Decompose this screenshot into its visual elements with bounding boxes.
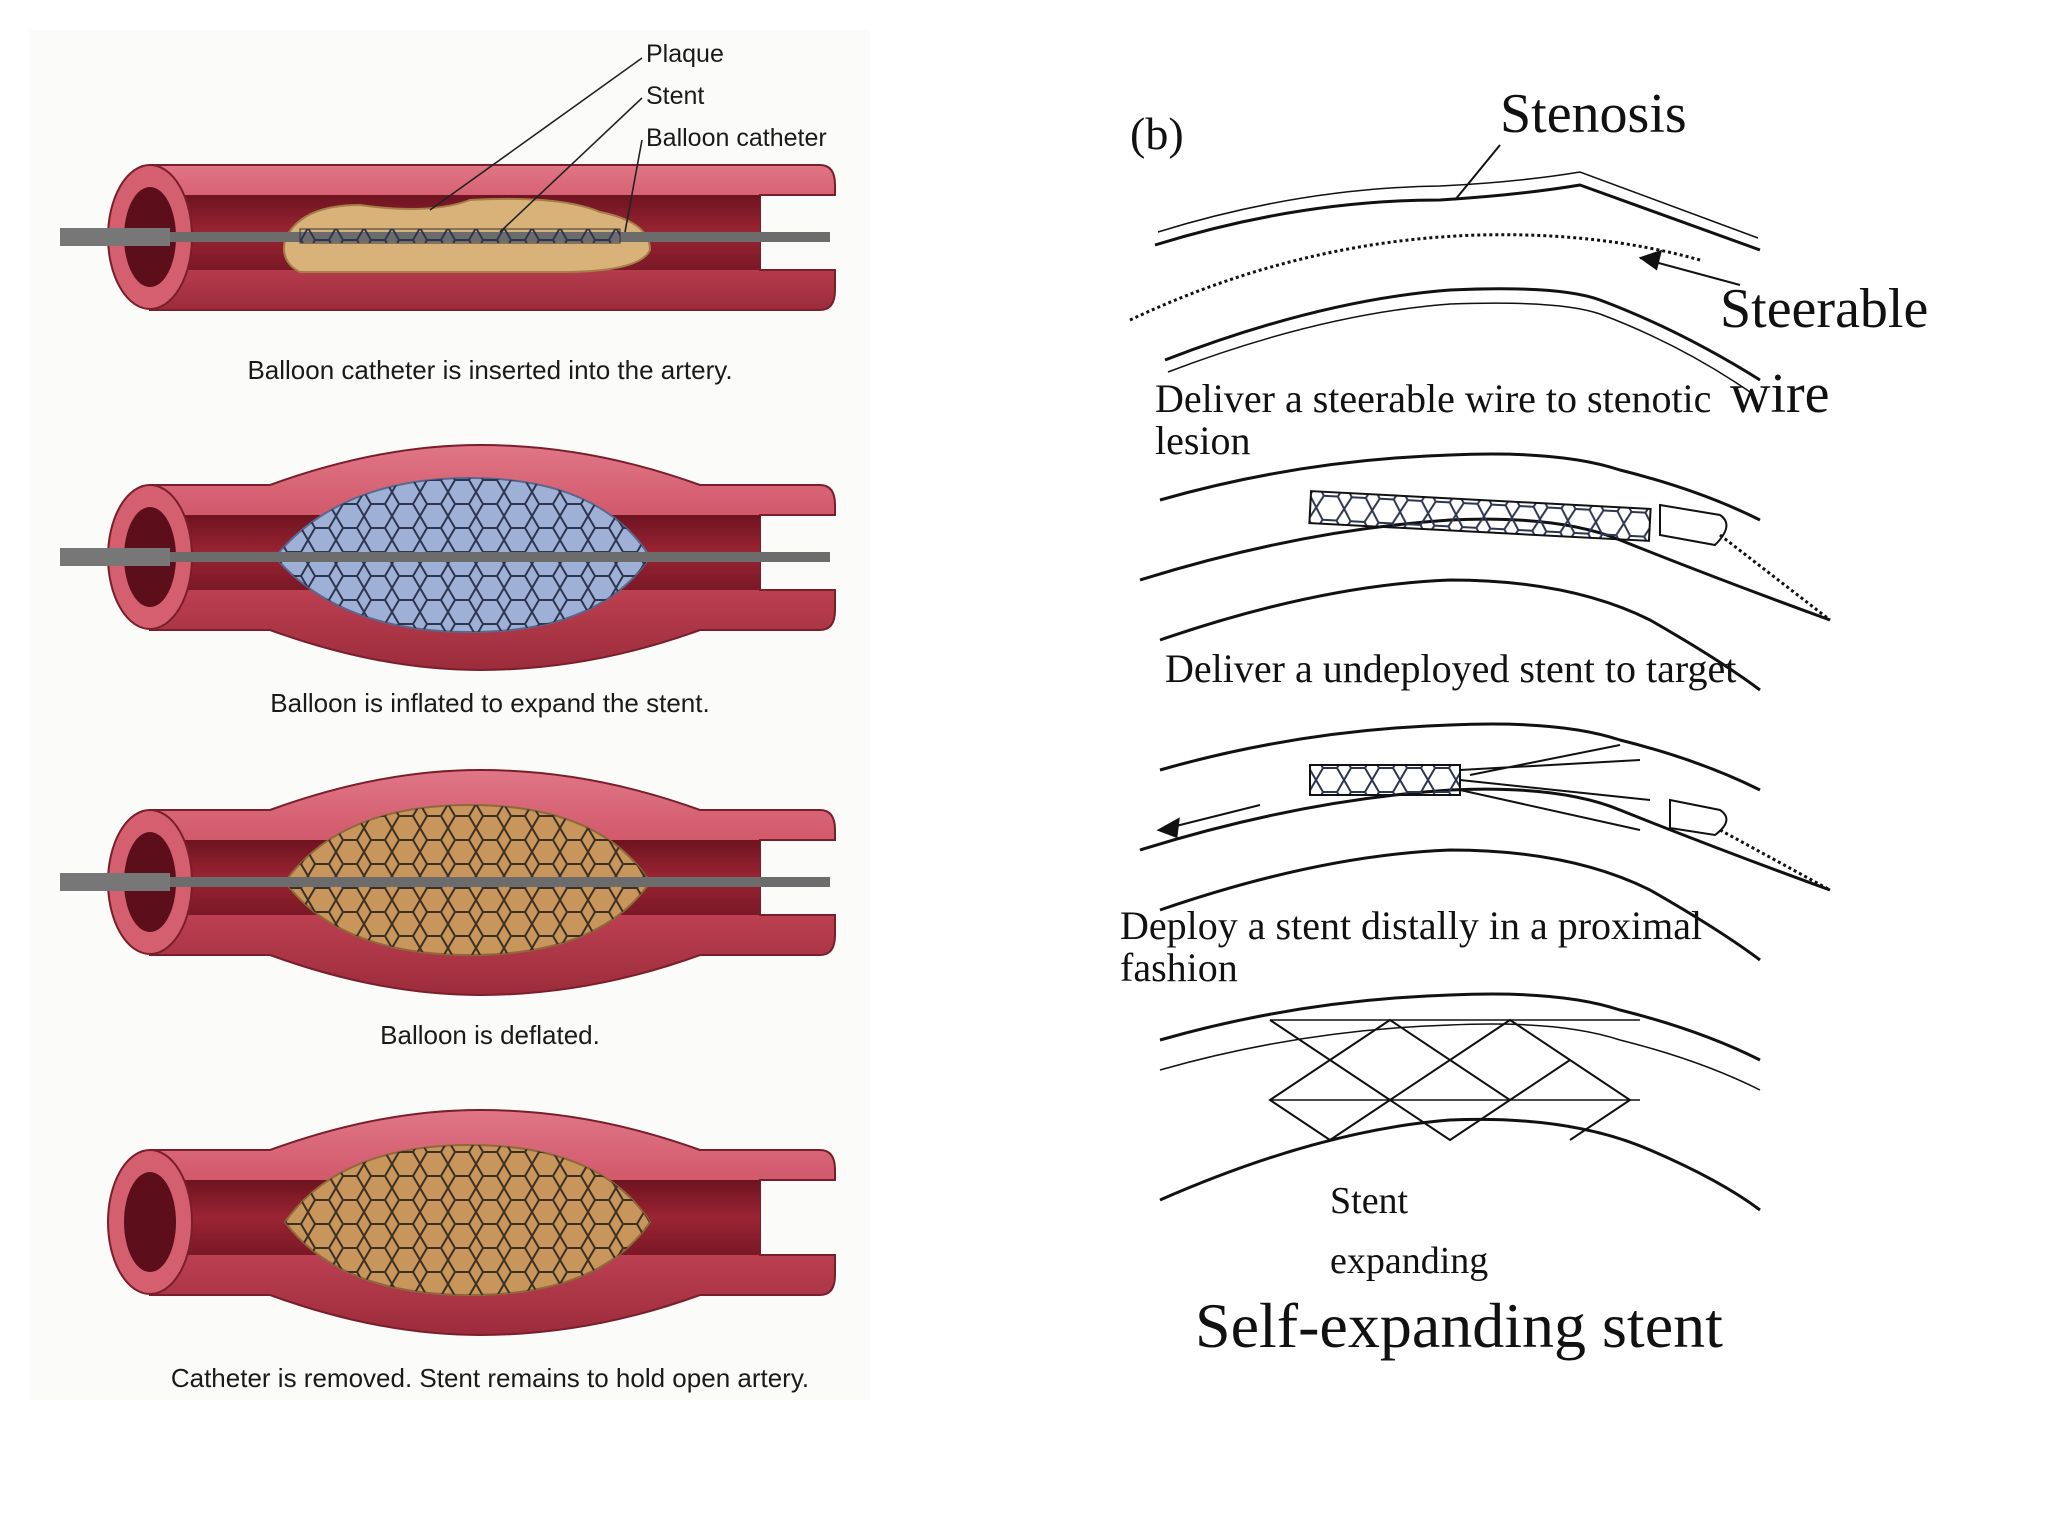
stent-label: Stent bbox=[646, 82, 705, 110]
self-expanding-stent-title: Self-expanding stent bbox=[1195, 1290, 1723, 1361]
artery-step-2 bbox=[60, 443, 836, 672]
caption-step-4: Catheter is removed. Stent remains to ho… bbox=[170, 1363, 810, 1393]
artery-step-4 bbox=[107, 1108, 836, 1337]
panel-b-vessel-1 bbox=[1129, 144, 1761, 393]
panel-b-label: (b) bbox=[1130, 108, 1184, 159]
panel-b-vessel-4 bbox=[1159, 992, 1761, 1212]
steerable-wire-label-1: Steerable bbox=[1720, 278, 1929, 340]
artery-step-3 bbox=[60, 768, 836, 997]
stent-expanding-label-1: Stent bbox=[1330, 1180, 1409, 1222]
artery-step-1 bbox=[60, 164, 836, 311]
step-1-text: Deliver a steerable wire to stenotic les… bbox=[1155, 376, 1712, 463]
caption-step-1: Balloon catheter is inserted into the ar… bbox=[247, 355, 733, 385]
caption-step-3: Balloon is deflated. bbox=[380, 1020, 600, 1050]
caption-step-2: Balloon is inflated to expand the stent. bbox=[270, 688, 710, 718]
panel-b-vessel-3 bbox=[1139, 722, 1831, 962]
stenosis-label: Stenosis bbox=[1500, 83, 1687, 145]
step-2-text: Deliver a undeployed stent to target bbox=[1165, 646, 1737, 691]
callout-lines bbox=[429, 57, 643, 233]
step-3-text: Deploy a stent distally in a proximal fa… bbox=[1120, 903, 1703, 990]
panel-b-vessel-2 bbox=[1139, 452, 1831, 692]
steerable-wire-label-2: wire bbox=[1730, 363, 1830, 425]
stent-expanding-label-2: expanding bbox=[1330, 1240, 1489, 1282]
balloon-catheter-label: Balloon catheter bbox=[646, 124, 827, 152]
plaque-label: Plaque bbox=[646, 40, 724, 68]
